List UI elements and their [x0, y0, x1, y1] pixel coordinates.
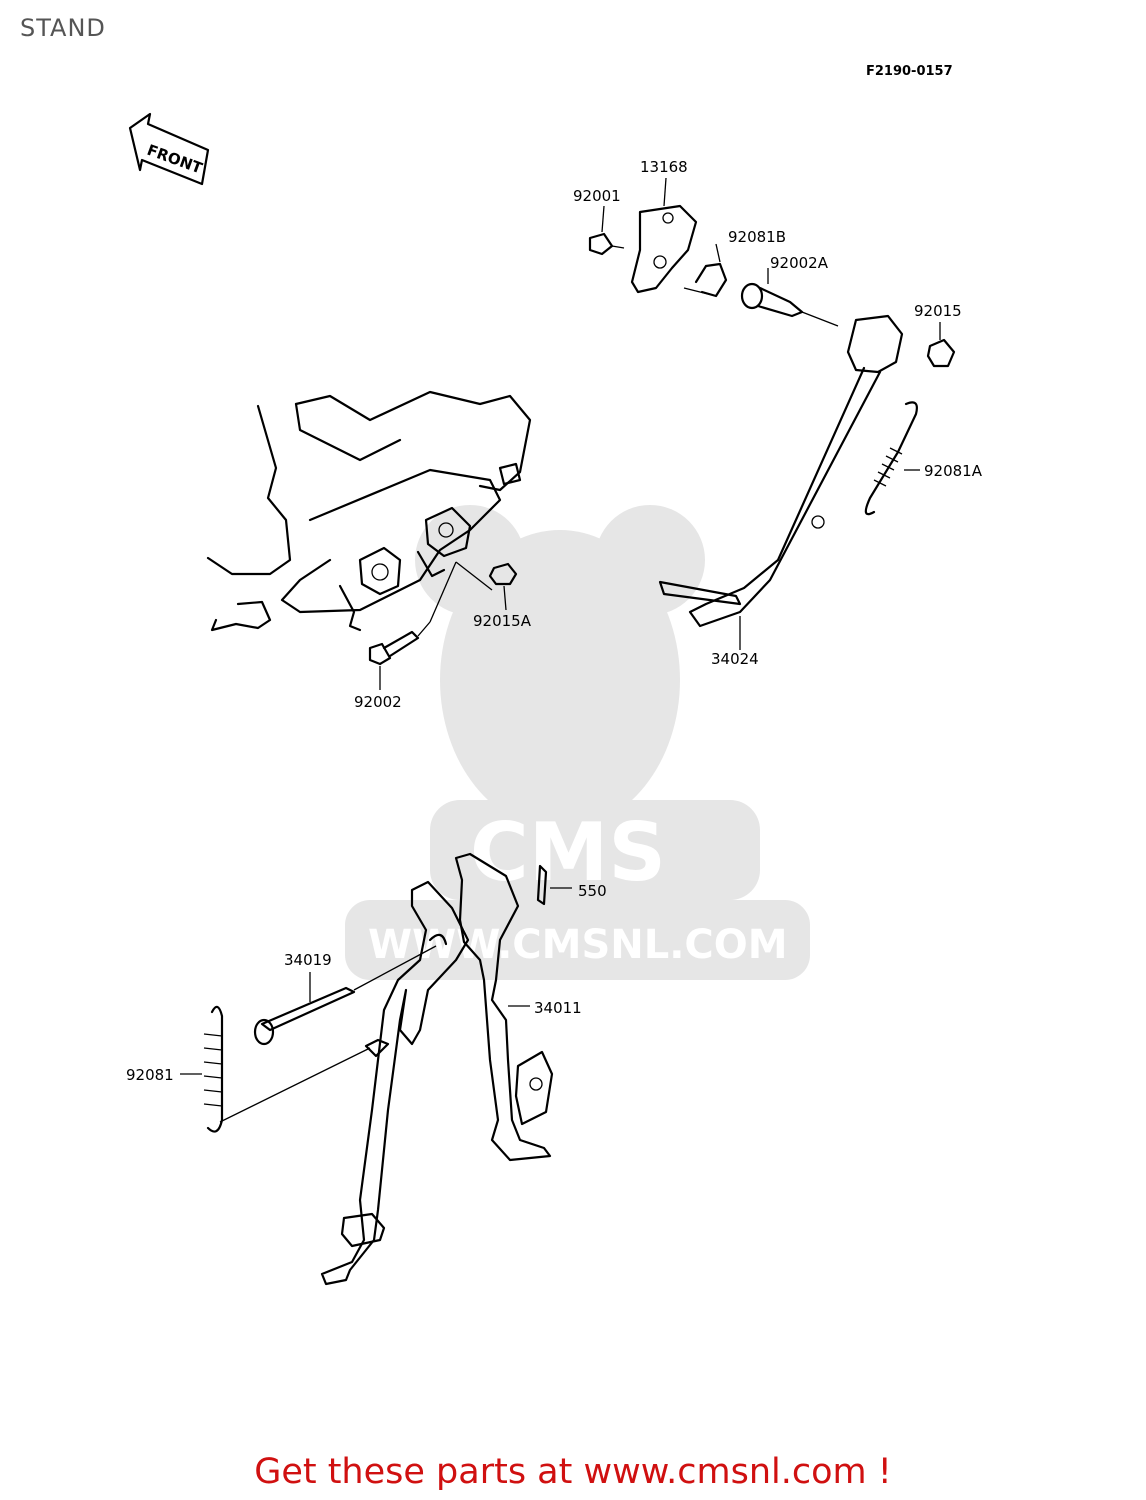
footer-link[interactable]: Get these parts at www.cmsnl.com !	[254, 1452, 892, 1492]
part-label-34011: 34011	[534, 999, 582, 1017]
watermark-logo-text: CMS	[470, 806, 666, 899]
frame-section	[206, 390, 532, 690]
part-label-92015a: 92015A	[473, 612, 531, 630]
page-title: STAND	[20, 14, 106, 42]
part-label-92015: 92015	[914, 302, 962, 320]
part-label-550: 550	[578, 882, 607, 900]
diagram-code: F2190-0157	[866, 64, 953, 79]
part-label-34024: 34024	[711, 650, 759, 668]
watermark-url-text: WWW.CMSNL.COM	[368, 922, 788, 968]
center-stand-assembly	[180, 852, 572, 1286]
part-label-92081a: 92081A	[924, 462, 982, 480]
part-label-13168: 13168	[640, 158, 688, 176]
part-label-92001: 92001	[573, 187, 621, 205]
part-label-92002a: 92002A	[770, 254, 828, 272]
side-stand-assembly	[588, 177, 956, 650]
part-label-34019: 34019	[284, 951, 332, 969]
front-arrow-icon: FRONT	[128, 112, 210, 186]
watermark-logo: CMS WWW.CMSNL.COM	[345, 505, 810, 980]
part-label-92081: 92081	[126, 1066, 174, 1084]
part-label-92081b: 92081B	[728, 228, 787, 246]
part-label-92002: 92002	[354, 693, 402, 711]
